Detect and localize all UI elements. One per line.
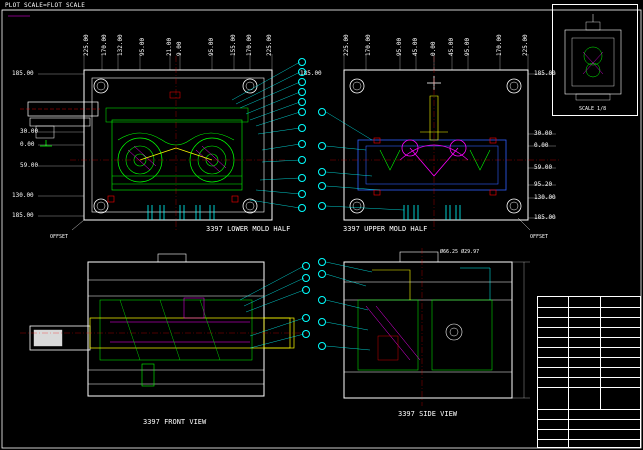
dim-lower-top-6: 95.00 xyxy=(208,37,215,56)
balloon-marker xyxy=(298,108,306,116)
balloon-marker xyxy=(318,342,326,350)
dim-upper-top-5: 45.00 xyxy=(448,37,455,56)
title-block-divider xyxy=(600,297,601,409)
scale-inset-frame xyxy=(552,4,638,116)
dim-upper-right-6: 185.00 xyxy=(534,214,556,221)
balloon-marker xyxy=(298,190,306,198)
dim-lower-top-3: 95.00 xyxy=(139,37,146,56)
balloon-marker xyxy=(318,270,326,278)
balloon-marker xyxy=(298,78,306,86)
balloon-marker xyxy=(298,156,306,164)
title-block-row xyxy=(538,377,640,378)
balloon-marker xyxy=(302,274,310,282)
balloon-marker xyxy=(318,258,326,266)
dim-lower-top-0: 225.00 xyxy=(83,34,90,56)
title-block xyxy=(537,296,641,448)
dim-upper-left-0: 185.00 xyxy=(300,70,322,77)
title-block-row xyxy=(538,327,640,328)
side-view xyxy=(325,248,530,406)
offset-label-left: OFFSET xyxy=(50,234,69,240)
title-block-row xyxy=(538,429,640,430)
balloon-marker xyxy=(318,108,326,116)
title-block-row xyxy=(538,337,640,338)
side-callout: Ø66.25 Ø29.97 xyxy=(440,249,480,255)
dim-lower-top-4: 21.00 xyxy=(166,37,173,56)
balloon-marker xyxy=(298,58,306,66)
dim-upper-top-6: 95.00 xyxy=(464,37,471,56)
title-block-row xyxy=(538,387,640,388)
dim-lower-top-1: 170.00 xyxy=(101,34,108,56)
balloon-marker xyxy=(318,296,326,304)
dim-upper-top-3: 45.00 xyxy=(412,37,419,56)
dim-lower-left-2: 0.00 xyxy=(20,141,35,148)
front-view xyxy=(20,253,310,397)
balloon-marker xyxy=(302,330,310,338)
balloon-marker xyxy=(318,142,326,150)
title-block-row xyxy=(538,419,640,420)
dim-lower-top-7: 155.00 xyxy=(230,34,237,56)
dim-lower-left-4: 130.00 xyxy=(12,192,34,199)
dim-upper-top-2: 95.00 xyxy=(396,37,403,56)
balloon-marker xyxy=(298,98,306,106)
title-block-row xyxy=(538,307,640,308)
dim-upper-right-3: 59.00 xyxy=(534,164,553,171)
dim-lower-top-9: 225.00 xyxy=(266,34,273,56)
dim-upper-right-4: 95.20 xyxy=(534,181,553,188)
scale-inset-view xyxy=(564,14,622,101)
dim-lower-top-8: 170.00 xyxy=(246,34,253,56)
dim-lower-left-1: 30.00 xyxy=(20,128,39,135)
view-label-lower-half: 3397 LOWER MOLD HALF xyxy=(206,225,291,233)
title-block-row xyxy=(538,317,640,318)
title-block-row xyxy=(538,409,640,410)
balloon-marker xyxy=(302,262,310,270)
sheet-border xyxy=(1,9,642,449)
title-block-row xyxy=(538,347,640,348)
title-block-row xyxy=(538,357,640,358)
dim-lower-top-2: 132.00 xyxy=(117,34,124,56)
dim-lower-top-5: 9.00 xyxy=(176,41,183,56)
dim-lower-left-3: 59.00 xyxy=(20,162,39,169)
balloon-marker xyxy=(298,124,306,132)
balloon-marker xyxy=(298,88,306,96)
dim-lower-left-0: 185.00 xyxy=(12,70,34,77)
plot-scale-tag: PLOT SCALE=FLOT SCALE xyxy=(5,2,86,9)
balloon-marker xyxy=(302,286,310,294)
balloon-marker xyxy=(318,182,326,190)
dim-upper-top-0: 225.00 xyxy=(343,34,350,56)
balloon-marker xyxy=(298,204,306,212)
dim-upper-top-1: 170.00 xyxy=(365,34,372,56)
balloon-marker xyxy=(318,202,326,210)
dim-upper-top-7: 170.00 xyxy=(496,34,503,56)
dim-upper-top-8: 225.00 xyxy=(522,34,529,56)
balloon-marker xyxy=(318,168,326,176)
view-label-front: 3397 FRONT VIEW xyxy=(143,418,207,426)
dim-upper-right-1: 30.00 xyxy=(534,130,553,137)
balloon-marker xyxy=(298,174,306,182)
view-label-side: 3397 SIDE VIEW xyxy=(398,410,458,418)
dim-upper-right-2: 0.00 xyxy=(534,142,549,149)
balloon-marker xyxy=(298,68,306,76)
balloon-marker xyxy=(302,314,310,322)
title-block-divider xyxy=(568,297,569,447)
dim-upper-right-5: 130.00 xyxy=(534,194,556,201)
view-label-scale-inset: SCALE 1/8 xyxy=(579,106,607,112)
balloon-marker xyxy=(298,140,306,148)
lower-mold-half-view xyxy=(20,54,301,232)
dim-upper-right-0: 185.00 xyxy=(534,70,556,77)
title-block-row xyxy=(538,367,640,368)
upper-mold-half-view xyxy=(325,54,560,232)
title-block-row xyxy=(538,439,640,440)
dim-upper-top-4: 0.00 xyxy=(430,41,437,56)
view-label-upper-half: 3397 UPPER MOLD HALF xyxy=(343,225,428,233)
dim-lower-left-5: 185.00 xyxy=(12,212,34,219)
balloon-marker xyxy=(318,318,326,326)
offset-label-right: OFFSET xyxy=(530,234,549,240)
